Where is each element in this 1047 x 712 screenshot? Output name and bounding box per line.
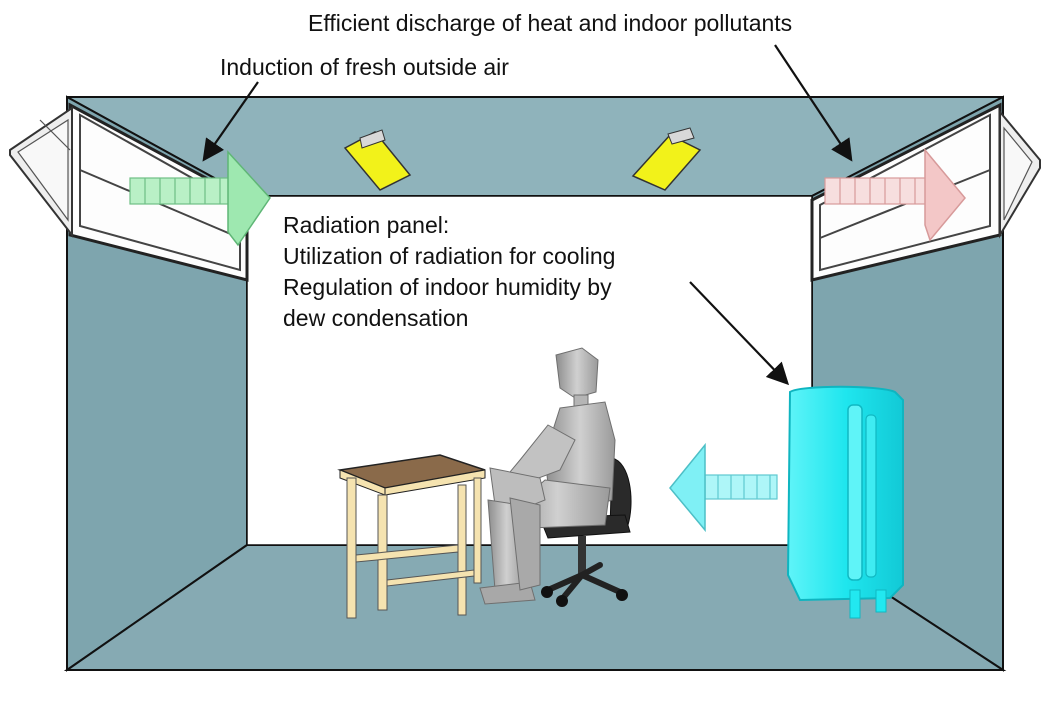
radiation-panel-label-line-3: Regulation of indoor humidity by — [283, 274, 612, 300]
induction-label: Induction of fresh outside air — [220, 54, 509, 80]
office-chair — [539, 457, 632, 607]
ceiling-light-right — [631, 127, 702, 191]
seated-person — [479, 347, 616, 605]
pointer-discharge — [774, 44, 853, 162]
pointer-induction — [202, 81, 259, 162]
pointer-panel — [689, 281, 790, 386]
radiation-panel — [786, 385, 904, 619]
exhaust-arrow — [824, 147, 966, 242]
radiation-panel-label-line-2: Utilization of radiation for cooling — [283, 243, 616, 269]
radiation-panel-label-line-4: dew condensation — [283, 305, 469, 331]
radiation-panel-label: Radiation panel: Utilization of radiatio… — [283, 210, 615, 334]
radiation-panel-label-line-1: Radiation panel: — [283, 212, 450, 238]
callout-pointers — [202, 44, 853, 386]
fresh-air-arrow — [129, 150, 271, 247]
discharge-label: Efficient discharge of heat and indoor p… — [308, 10, 793, 36]
desk — [337, 454, 486, 619]
ceiling-light-left — [343, 129, 412, 191]
panel-airflow-arrow — [669, 442, 778, 533]
